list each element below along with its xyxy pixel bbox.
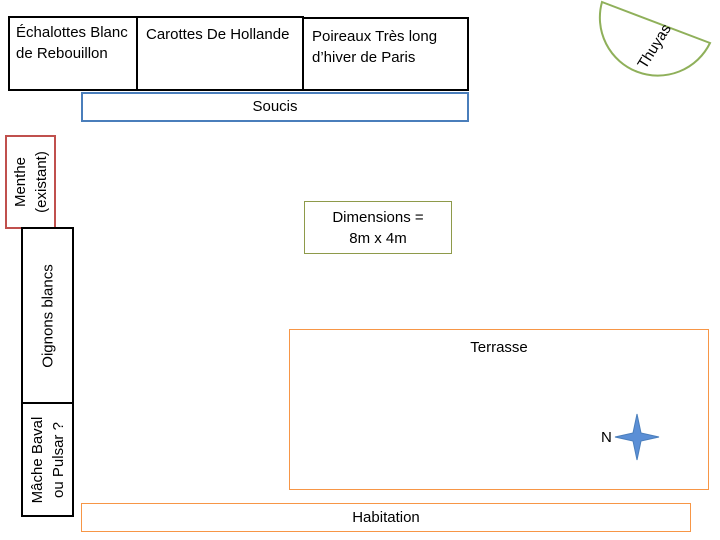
dimensions-text: Dimensions =: [332, 209, 424, 226]
terrasse-label: Terrasse: [470, 339, 528, 356]
compass-star-icon: [614, 413, 660, 461]
bed-label: Carottes De Hollande: [146, 26, 290, 43]
bed-label: Soucis: [252, 98, 298, 115]
dimensions-text: 8m x 4m: [349, 230, 407, 247]
compass-north-label: N: [601, 429, 612, 446]
thuyas-hedge: [598, 0, 712, 77]
bed-echalottes: Échalottes Blanc de Rebouillon: [8, 16, 138, 91]
bed-label: Échalottes Blanc de Rebouillon: [16, 24, 128, 62]
habitation-label: Habitation: [352, 509, 420, 526]
bed-soucis: Soucis: [81, 92, 469, 122]
bed-poireaux: Poireaux Très long d’hiver de Paris: [302, 17, 469, 91]
dimensions-note: Dimensions = 8m x 4m: [304, 201, 452, 254]
habitation-area: Habitation: [81, 503, 691, 532]
bed-label: Poireaux Très long d’hiver de Paris: [312, 28, 438, 66]
terrasse-area: Terrasse: [289, 329, 709, 490]
